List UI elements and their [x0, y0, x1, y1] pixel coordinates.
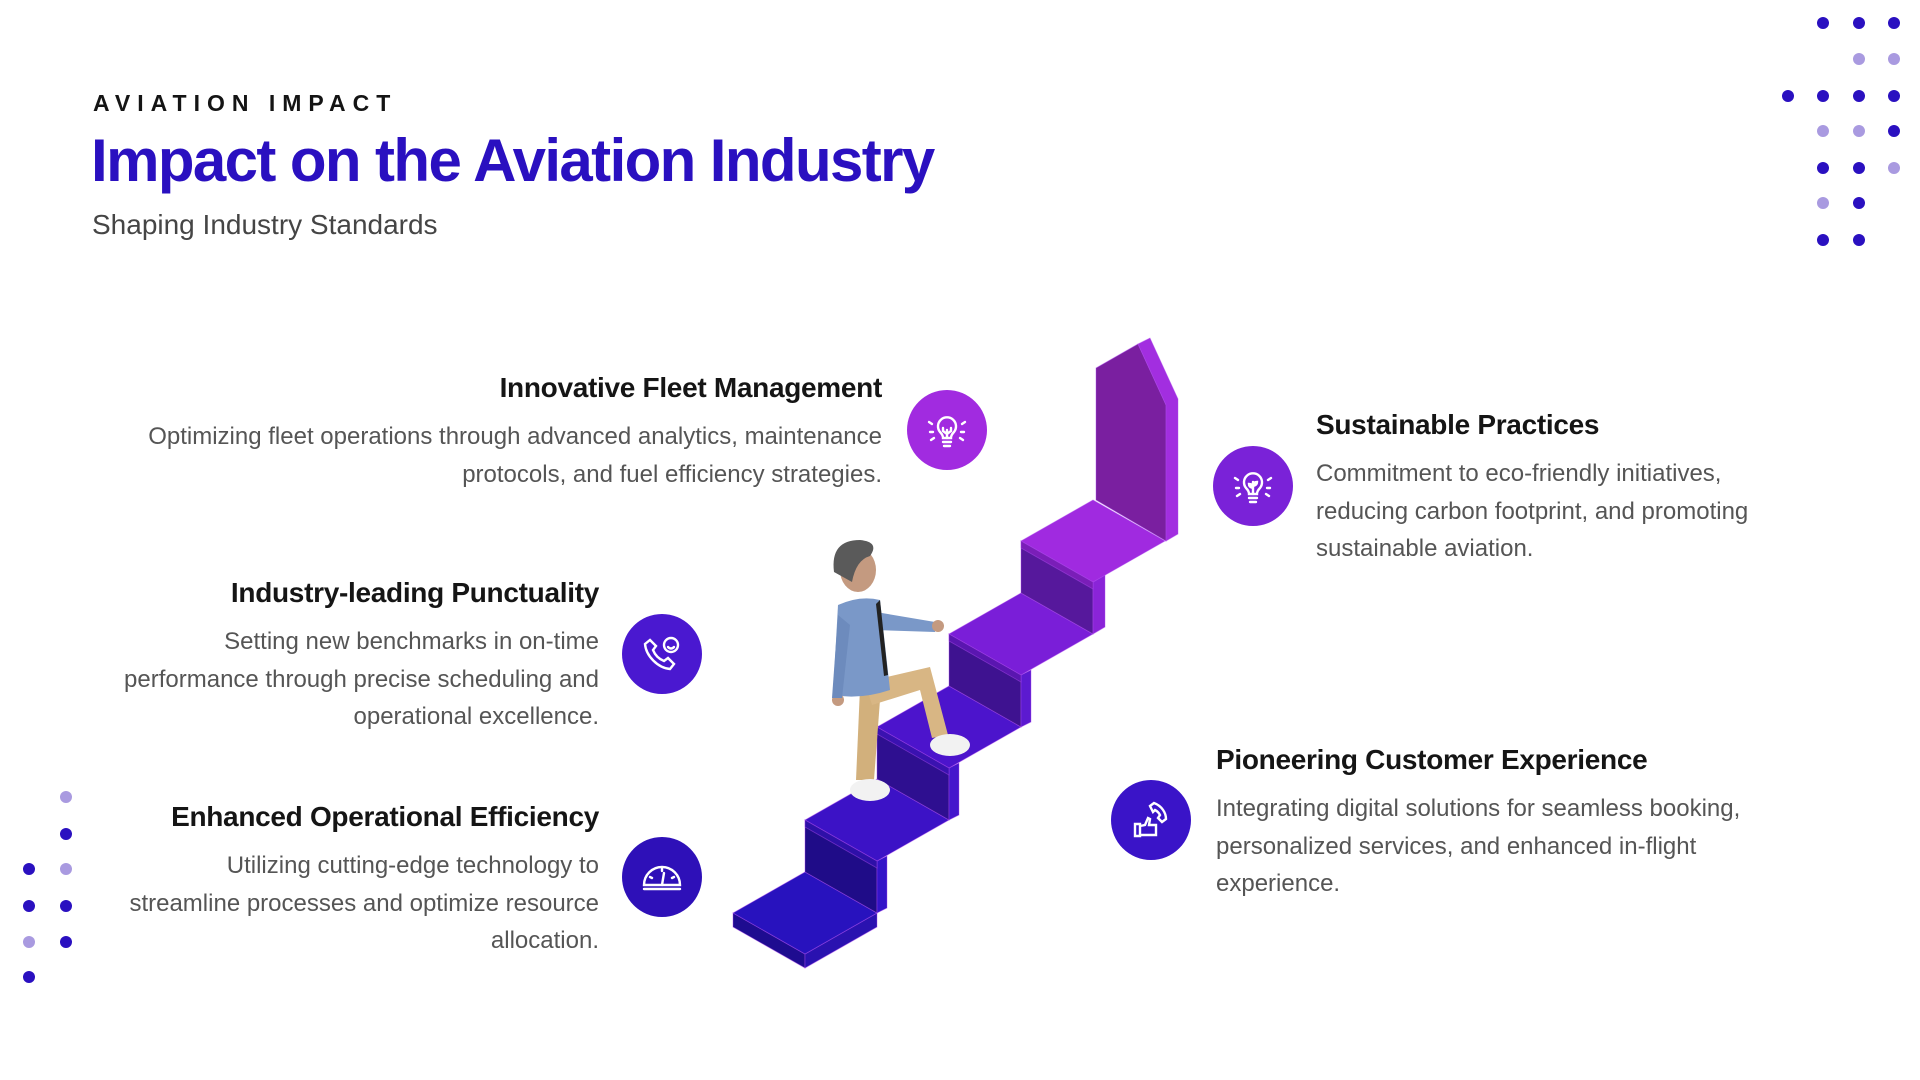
- item-title: Pioneering Customer Experience: [1216, 744, 1648, 775]
- item-title: Industry-leading Punctuality: [230, 577, 599, 608]
- item-customer-experience: Pioneering Customer Experience Integrati…: [1216, 744, 1740, 903]
- item-description: Optimizing fleet operations through adva…: [148, 423, 882, 488]
- item-fleet-management: Innovative Fleet Management Optimizing f…: [148, 372, 882, 493]
- item-sustainable-practices: Sustainable Practices Commitment to eco-…: [1316, 409, 1748, 568]
- gauge-icon: [622, 837, 702, 917]
- page-subtitle: Shaping Industry Standards: [92, 209, 438, 240]
- item-title: Innovative Fleet Management: [499, 372, 883, 403]
- item-title: Sustainable Practices: [1316, 409, 1600, 440]
- phone-smile-icon: [622, 614, 702, 694]
- item-punctuality: Industry-leading Punctuality Setting new…: [124, 577, 599, 736]
- page-title: Impact on the Aviation Industry: [91, 127, 935, 194]
- staircase: [732, 337, 1179, 969]
- item-description: Commitment to eco-friendly initiatives, …: [1316, 460, 1749, 562]
- lightbulb-leaf-icon: [1213, 446, 1293, 526]
- item-description: Integrating digital solutions for seamle…: [1216, 795, 1741, 897]
- item-operational-efficiency: Enhanced Operational Efficiency Utilizin…: [129, 801, 599, 960]
- item-description: Utilizing cutting-edge technology to str…: [129, 852, 599, 954]
- item-title: Enhanced Operational Efficiency: [171, 801, 599, 832]
- eyebrow-label: AVIATION IMPACT: [93, 90, 398, 116]
- item-description: Setting new benchmarks in on-time perfor…: [124, 628, 599, 730]
- person-figure: [832, 540, 970, 801]
- lightbulb-circuit-icon: [907, 390, 987, 470]
- thumbs-up-phone-icon: [1111, 780, 1191, 860]
